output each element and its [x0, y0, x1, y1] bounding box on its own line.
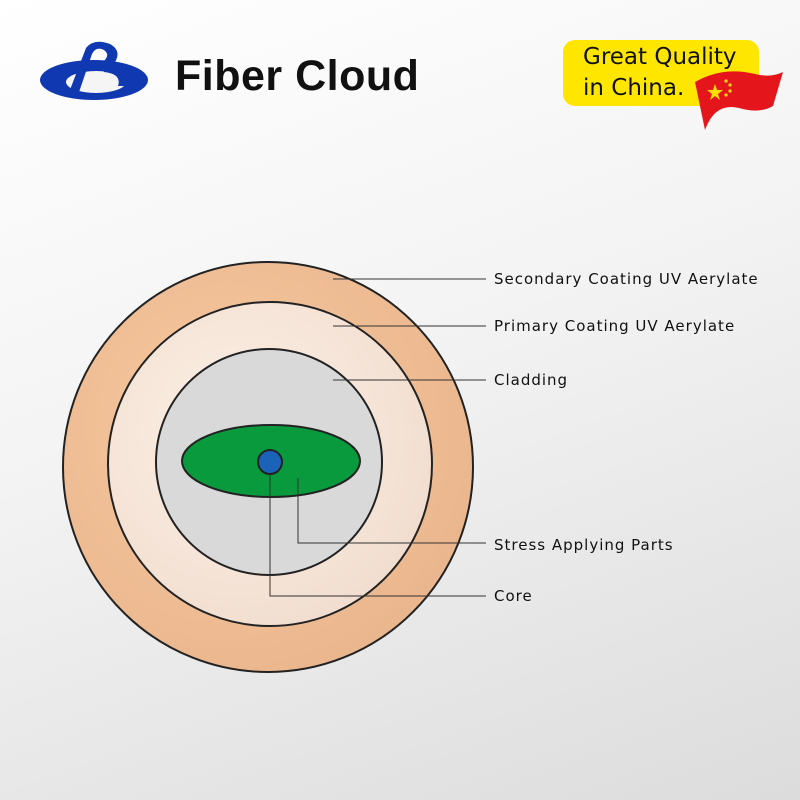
label-core: Core — [494, 587, 533, 605]
badge-line-2: in China. — [583, 75, 685, 101]
china-flag-icon — [695, 71, 783, 130]
core — [257, 449, 283, 475]
label-secondary-coating: Secondary Coating UV Aerylate — [494, 270, 759, 288]
fiber-cloud-logo-icon — [40, 41, 148, 100]
label-primary-coating: Primary Coating UV Aerylate — [494, 317, 736, 335]
brand-name: Fiber Cloud — [175, 52, 420, 100]
leader-stress — [297, 478, 486, 544]
label-stress-applying-parts: Stress Applying Parts — [494, 536, 674, 554]
leader-core — [269, 474, 486, 597]
badge-line-1: Great Quality — [583, 44, 737, 70]
label-cladding: Cladding — [494, 371, 569, 389]
